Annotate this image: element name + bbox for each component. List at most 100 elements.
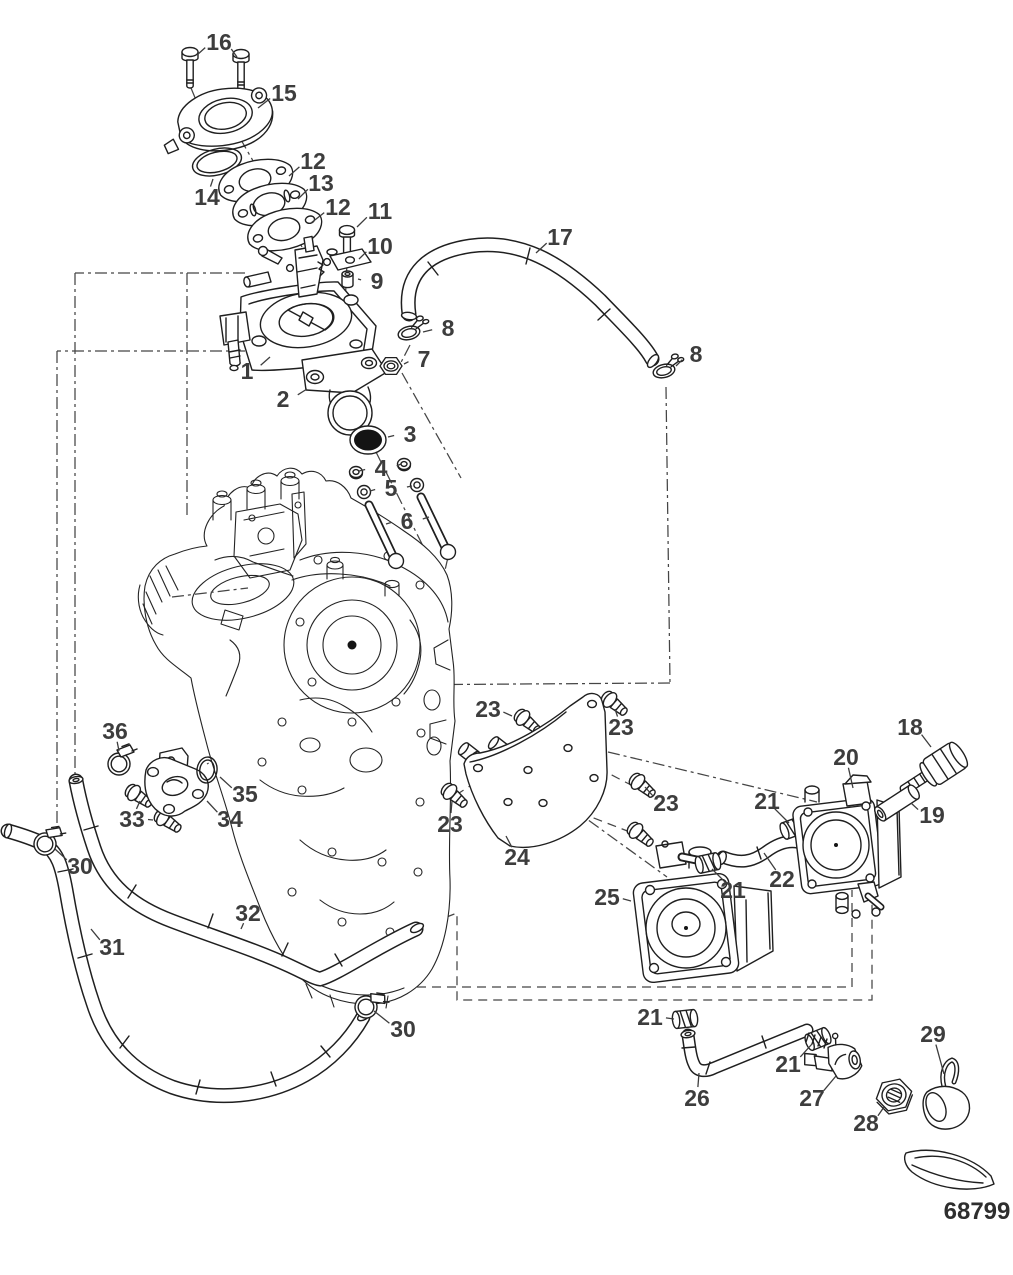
callout-31: 31 (99, 934, 125, 960)
leader-line (450, 800, 453, 814)
callout-2: 2 (277, 386, 290, 412)
callout-23: 23 (653, 790, 679, 816)
fuel-pump-20 (792, 774, 902, 919)
mounting-bracket-24 (463, 692, 608, 849)
leader-line (935, 1044, 945, 1075)
hose-32 (68, 773, 425, 987)
leader-line (403, 361, 409, 365)
leader-line (711, 868, 726, 883)
leader-line (406, 485, 413, 488)
callout-23: 23 (475, 696, 501, 722)
callout-29: 29 (920, 1021, 946, 1047)
callout-21: 21 (775, 1051, 801, 1077)
callout-6: 6 (401, 508, 414, 534)
callout-24: 24 (504, 844, 530, 870)
studs-6 (364, 492, 457, 570)
callout-1: 1 (241, 358, 254, 384)
leader-line (763, 852, 777, 871)
leader-line (422, 329, 433, 333)
leader-line (387, 434, 395, 438)
leader-line (373, 1010, 390, 1024)
callout-5: 5 (385, 475, 398, 501)
leader-line (910, 802, 919, 811)
callout-30: 30 (390, 1016, 416, 1042)
leader-line (774, 808, 790, 824)
mounting-bolts-16 (181, 46, 250, 91)
callout-34: 34 (217, 806, 243, 832)
leader-line (665, 1017, 675, 1020)
callout-16: 16 (206, 29, 232, 55)
callout-21: 21 (720, 877, 746, 903)
leader-line (358, 251, 367, 260)
leader-line (297, 388, 308, 396)
leader-line (675, 359, 683, 367)
callout-3: 3 (404, 421, 417, 447)
callout-21: 21 (754, 788, 780, 814)
drawing-number: 68799 (944, 1198, 1011, 1225)
callout-7: 7 (418, 346, 431, 372)
leader-line (288, 166, 300, 177)
leader-line (297, 188, 309, 200)
gasket-13 (227, 175, 313, 234)
leader-line (614, 708, 619, 717)
leader-line (921, 734, 932, 748)
leader-line (260, 356, 271, 366)
callout-12: 12 (325, 194, 351, 220)
callout-9: 9 (371, 268, 384, 294)
callout-12: 12 (300, 148, 326, 174)
leader-line (385, 521, 392, 525)
engine-block (137, 467, 513, 1013)
leader-line (823, 1075, 837, 1091)
o-ring-35 (196, 756, 218, 784)
leader-line (644, 786, 654, 797)
leader-line (799, 1043, 813, 1058)
thermostat-cover-15 (163, 87, 274, 155)
callout-36: 36 (102, 718, 128, 744)
hose-22 (716, 835, 813, 868)
sleeve-19 (874, 784, 920, 822)
leader-line (396, 463, 402, 467)
leader-line (257, 97, 271, 109)
leader-line (209, 178, 214, 187)
bolt-11 (338, 224, 356, 255)
hose-26 (680, 1023, 814, 1078)
leader-line (697, 1072, 700, 1088)
leader-line (116, 741, 120, 752)
leader-line (196, 47, 206, 56)
leader-line (369, 488, 376, 492)
water-pocket-cover-34 (144, 747, 209, 817)
leader-line (219, 776, 233, 789)
leader-line (535, 242, 548, 254)
callout-8: 8 (690, 341, 703, 367)
cap-29 (922, 1057, 971, 1130)
retainer-plate-10 (329, 248, 372, 271)
callout-22: 22 (769, 866, 795, 892)
leader-line (503, 711, 513, 717)
callout-11: 11 (368, 198, 393, 224)
adapter-flange-2 (301, 348, 388, 436)
callout-19: 19 (919, 802, 945, 828)
callout-25: 25 (594, 884, 620, 910)
callout-26: 26 (684, 1085, 710, 1111)
leader-line (310, 212, 325, 224)
clamp-36 (107, 743, 138, 776)
hose-17 (400, 237, 660, 369)
callout-17: 17 (547, 224, 573, 250)
leader-line (206, 800, 218, 813)
carburetor (219, 235, 377, 372)
callout-4: 4 (375, 455, 388, 481)
callout-18: 18 (897, 714, 923, 740)
brand-swoosh (903, 1149, 995, 1190)
nut-7 (379, 357, 403, 375)
leader-line (622, 898, 632, 902)
leader-line (847, 767, 854, 789)
callout-28: 28 (853, 1110, 879, 1136)
leader-line (356, 216, 368, 228)
callout-35: 35 (232, 781, 258, 807)
leader-line (240, 922, 245, 930)
callout-20: 20 (833, 744, 859, 770)
callout-33: 33 (119, 806, 145, 832)
